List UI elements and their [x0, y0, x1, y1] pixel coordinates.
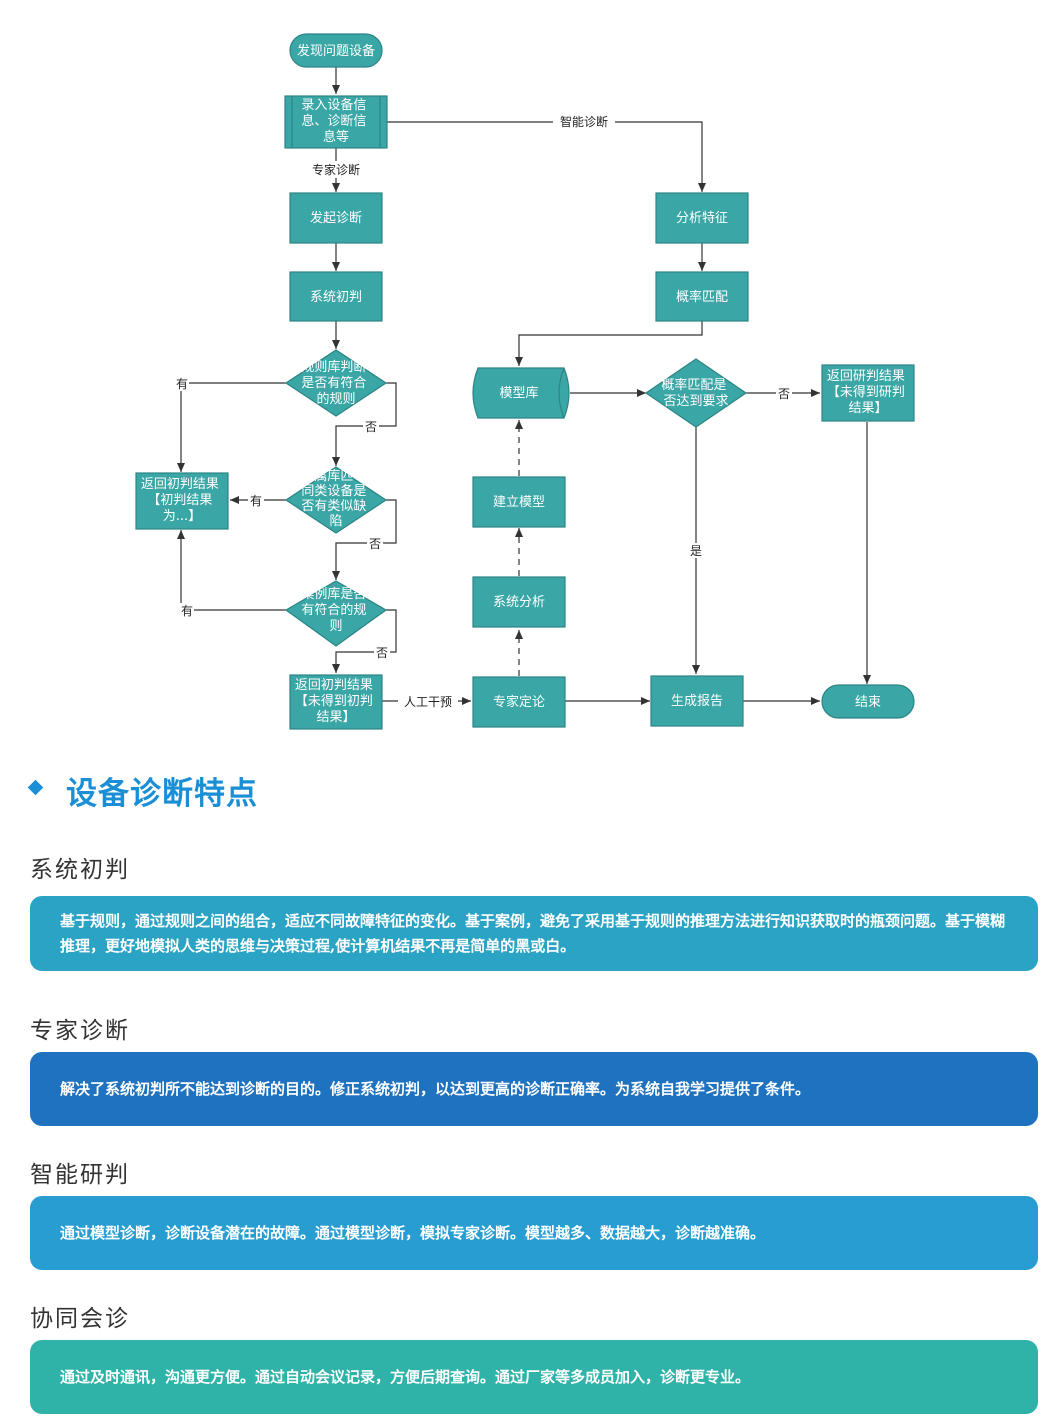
- node-return-research: 返回研判结果 【未得到研判 结果】: [821, 364, 915, 422]
- node-system-judge-label: 系统初判: [310, 290, 362, 305]
- node-report: 生成报告: [650, 675, 744, 727]
- node-return-initial-line3: 为...】: [163, 509, 201, 524]
- node-return-research-line3: 结果】: [848, 401, 887, 416]
- node-end: 结束: [821, 684, 915, 719]
- node-analyze: 分析特征: [655, 192, 749, 244]
- node-return-initial-line2: 【初判结果: [147, 493, 212, 508]
- edge-label-manual: 人工干预: [404, 695, 452, 709]
- svg-text:属库匹 同类设备是 否有类似缺: 属库匹 同类设备是 否有类似缺 陷: [301, 468, 370, 529]
- svg-text:概率匹配是 否达到要求: 概率匹配是 否达到要求: [661, 377, 730, 409]
- feature-card-system-judge: 基于规则，通过规则之间的组合，适应不同故障特征的变化。基于案例，避免了采用基于规…: [30, 896, 1038, 971]
- node-prob-check-line2: 否达到要求: [663, 394, 728, 409]
- svg-text:返回研判结果 【未得到研判 结果】: 返回研判结果 【未得到研判 结果】: [827, 369, 909, 416]
- svg-text:返回初判结果 【未得到初判 结果】: 返回初判结果 【未得到初判 结果】: [295, 678, 377, 725]
- node-sys-analysis-label: 系统分析: [493, 595, 545, 610]
- node-sys-analysis: 系统分析: [472, 576, 566, 628]
- node-analyze-label: 分析特征: [676, 211, 728, 226]
- feature-text-smart: 通过模型诊断，诊断设备潜在的故障。通过模型诊断，模拟专家诊断。模型越多、数据越大…: [60, 1223, 766, 1242]
- edge-label-no3: 否: [376, 646, 388, 660]
- feature-title-system-judge: 系统初判: [30, 857, 130, 883]
- node-build-model: 建立模型: [472, 476, 566, 528]
- svg-text:返回初判结果 【初判结果 为...】: 返回初判结果 【初判结果 为...】: [141, 477, 223, 524]
- node-rule-check-line2: 是否有符合: [301, 375, 366, 391]
- node-report-label: 生成报告: [671, 694, 723, 709]
- edge-label-yes2: 有: [250, 494, 262, 508]
- node-initiate: 发起诊断: [289, 192, 383, 244]
- node-return-none: 返回初判结果 【未得到初判 结果】: [289, 674, 383, 730]
- node-similar-check-line2: 同类设备是: [301, 483, 366, 499]
- svg-text:录入设备信 息、诊断信 息等: 录入设备信 息、诊断信 息等: [301, 97, 370, 145]
- node-case-check-line2: 有符合的规: [301, 602, 366, 618]
- node-similar-check-line1: 属库匹: [314, 468, 353, 484]
- edge-label-no2: 否: [369, 537, 381, 551]
- feature-title-expert: 专家诊断: [30, 1018, 130, 1044]
- node-input: 录入设备信 息、诊断信 息等: [284, 95, 388, 149]
- feature-text-expert: 解决了系统初判所不能达到诊断的目的。修正系统初判，以达到更高的诊断正确率。为系统…: [60, 1079, 811, 1098]
- node-return-none-line2: 【未得到初判: [295, 693, 373, 709]
- feature-card-collab: 通过及时通讯，沟通更方便。通过自动会议记录，方便后期查询。通过厂家等多成员加入，…: [30, 1340, 1038, 1414]
- node-model-lib: 模型库: [472, 367, 570, 419]
- edge-label-no1: 否: [365, 420, 377, 434]
- node-system-judge: 系统初判: [289, 271, 383, 322]
- node-rule-check-line3: 的规则: [316, 391, 355, 407]
- section-bullet-diamond: [27, 779, 44, 796]
- edge-label-yes1: 有: [176, 377, 188, 391]
- feature-text-system-judge: 基于规则，通过规则之间的组合，适应不同故障特征的变化。基于案例，避免了采用基于规…: [60, 911, 1006, 955]
- node-prob-match: 概率匹配: [655, 271, 749, 322]
- edge-labels: 智能诊断 专家诊断 有 否 有 否 有 否 人工干预 否 是: [175, 113, 792, 709]
- node-case-check: 案例库是否 有符合的规 则: [284, 580, 388, 647]
- node-rule-check-line1: 规则库判断: [301, 359, 366, 375]
- edge-input-analyze: [387, 121, 706, 192]
- edge-label-yes3: 有: [181, 604, 193, 618]
- edge-prob-model: [515, 321, 703, 366]
- feature-text-collab: 通过及时通讯，沟通更方便。通过自动会议记录，方便后期查询。通过厂家等多成员加入，…: [60, 1367, 751, 1386]
- node-expert-decide-label: 专家定论: [493, 694, 545, 710]
- node-similar-check: 属库匹 同类设备是 否有类似缺 陷: [284, 466, 388, 534]
- node-model-lib-label: 模型库: [499, 385, 538, 401]
- node-initiate-label: 发起诊断: [310, 210, 362, 226]
- feature-title-collab: 协同会诊: [30, 1306, 130, 1332]
- node-similar-check-line3: 否有类似缺: [301, 499, 366, 514]
- svg-text:案例库是否 有符合的规 则: 案例库是否 有符合的规 则: [301, 586, 370, 634]
- node-input-line2: 息、诊断信: [301, 113, 366, 129]
- feature-card-expert: 解决了系统初判所不能达到诊断的目的。修正系统初判，以达到更高的诊断正确率。为系统…: [30, 1052, 1038, 1126]
- edge-label-expert: 专家诊断: [312, 162, 360, 177]
- node-return-research-line2: 【未得到研判: [827, 384, 905, 400]
- node-start: 发现问题设备: [289, 33, 383, 68]
- node-input-line1: 录入设备信: [301, 97, 366, 113]
- node-prob-match-label: 概率匹配: [676, 289, 728, 305]
- node-expert-decide: 专家定论: [472, 676, 566, 728]
- node-prob-check: 概率匹配是 否达到要求: [644, 358, 748, 428]
- node-prob-check-line1: 概率匹配是: [661, 377, 726, 393]
- section-title: 设备诊断特点: [66, 776, 258, 812]
- node-rule-check: 规则库判断 是否有符合 的规则: [284, 349, 388, 417]
- svg-text:规则库判断 是否有符合 的规则: 规则库判断 是否有符合 的规则: [301, 359, 370, 407]
- edge-rule-no: [332, 382, 397, 466]
- edge-rule-yes: [177, 382, 286, 472]
- edge-case-yes: [177, 530, 286, 611]
- edge-label-no-prob: 否: [778, 387, 790, 401]
- node-return-none-line3: 结果】: [316, 710, 355, 725]
- node-return-none-line1: 返回初判结果: [295, 678, 373, 693]
- node-build-model-label: 建立模型: [493, 495, 545, 510]
- feature-title-smart: 智能研判: [30, 1162, 130, 1188]
- node-similar-check-line4: 陷: [329, 514, 342, 529]
- node-case-check-line3: 则: [329, 619, 342, 634]
- edge-case-no: [332, 609, 397, 673]
- node-input-line3: 息等: [323, 129, 349, 145]
- node-return-initial-line1: 返回初判结果: [141, 477, 219, 492]
- feature-card-smart: 通过模型诊断，诊断设备潜在的故障。通过模型诊断，模拟专家诊断。模型越多、数据越大…: [30, 1196, 1038, 1270]
- edge-label-smart: 智能诊断: [560, 114, 608, 129]
- edge-label-yes-prob: 是: [690, 544, 702, 558]
- node-return-initial: 返回初判结果 【初判结果 为...】: [135, 472, 229, 530]
- node-end-label: 结束: [855, 695, 881, 710]
- edge-similar-no: [332, 499, 397, 580]
- diagnosis-flowchart: 智能诊断 专家诊断 有 否 有 否 有 否 人工干预 否 是 发现问题设备 录入…: [135, 33, 915, 730]
- node-case-check-line1: 案例库是否: [301, 586, 366, 602]
- node-start-label: 发现问题设备: [297, 43, 375, 59]
- node-return-research-line1: 返回研判结果: [827, 369, 905, 384]
